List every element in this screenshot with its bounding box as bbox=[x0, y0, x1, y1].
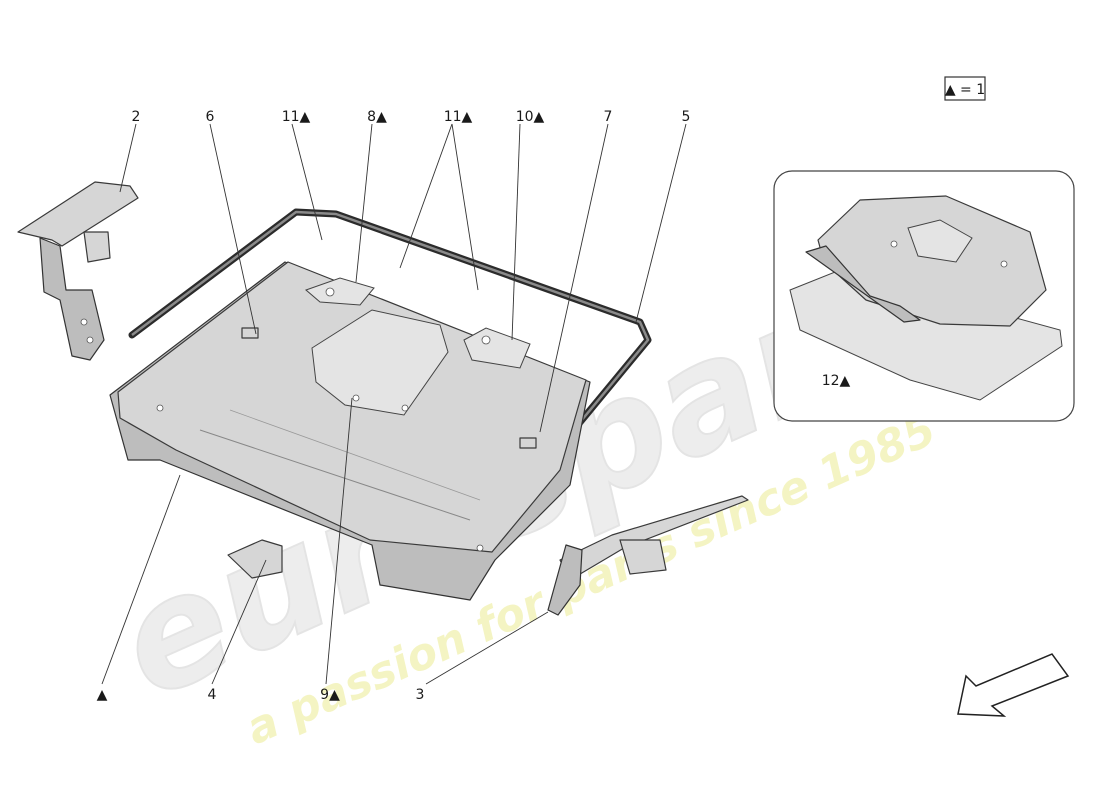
callout-3: 3 bbox=[416, 687, 425, 703]
callout-4: 4 bbox=[208, 687, 217, 703]
part-4-small-bracket bbox=[227, 539, 283, 579]
callout-6: 6 bbox=[206, 109, 215, 125]
callout-11-right: 11▲ bbox=[444, 109, 473, 125]
legend-text: ▲ = 1 bbox=[945, 82, 985, 98]
callout-8: 8▲ bbox=[367, 109, 387, 125]
main-underbody-panel bbox=[109, 261, 591, 601]
callout-9: 9▲ bbox=[320, 687, 340, 703]
inset-detail-box bbox=[773, 170, 1075, 422]
part-2-left-bracket bbox=[17, 181, 139, 361]
callout-7: 7 bbox=[604, 109, 613, 125]
part-3-right-hinge bbox=[547, 495, 749, 616]
callout-12: 12▲ bbox=[822, 373, 851, 389]
callout-labels: 2 6 11▲ 8▲ 11▲ 10▲ 7 5 12▲ ▲ 4 9▲ 3 bbox=[97, 109, 851, 703]
callout-10: 10▲ bbox=[516, 109, 545, 125]
callout-5: 5 bbox=[682, 109, 691, 125]
legend-box: ▲ = 1 bbox=[944, 76, 986, 101]
direction-arrow-icon bbox=[957, 653, 1070, 717]
callout-triangle: ▲ bbox=[97, 687, 108, 703]
callout-11-left: 11▲ bbox=[282, 109, 311, 125]
callout-2: 2 bbox=[132, 109, 141, 125]
